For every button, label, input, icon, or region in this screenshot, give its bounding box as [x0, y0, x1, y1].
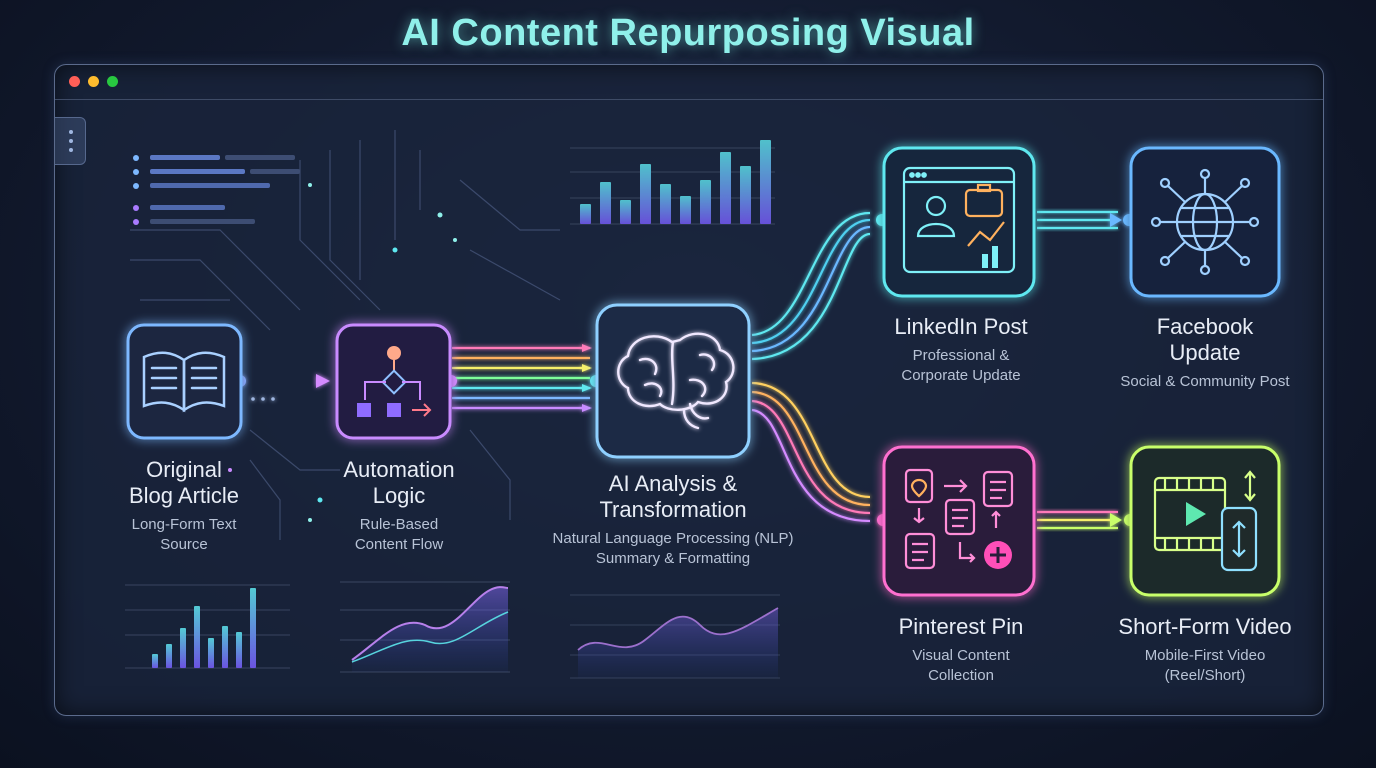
- node-linkedin-subtitle: Professional & Corporate Update: [901, 347, 1021, 384]
- node-automation-box[interactable]: [335, 323, 452, 440]
- decorative-circuit-traces: [130, 130, 561, 540]
- decorative-bar: [640, 164, 651, 224]
- node-ai-title: AI Analysis & Transformation: [599, 471, 747, 522]
- decorative-bar: [152, 654, 158, 668]
- decorative-bar: [194, 606, 200, 668]
- connector-ai-to-linkedin: [751, 211, 888, 361]
- node-facebook-subtitle: Social & Community Post: [1120, 373, 1290, 390]
- decorative-area-chart-bottom: [340, 581, 510, 673]
- video-phone-icon: [1153, 470, 1258, 572]
- connector-automation-to-ai: [445, 344, 602, 412]
- window-minimize-button[interactable]: [88, 76, 99, 87]
- decorative-bar: [236, 632, 242, 668]
- pin-board-icon: [904, 468, 1014, 570]
- node-facebook-title: Facebook Update: [1156, 314, 1254, 365]
- decorative-bar: [600, 182, 611, 224]
- decorative-area-chart-bottom-center: [570, 594, 780, 679]
- window-titlebar: [55, 65, 1323, 100]
- decorative-bar: [680, 196, 691, 224]
- decorative-bar-chart-bottom-left: [125, 584, 290, 669]
- node-pinterest-box[interactable]: [882, 445, 1036, 597]
- connector-pinterest-to-video: [1037, 510, 1136, 530]
- node-linkedin-title: LinkedIn Post: [894, 314, 1028, 339]
- decorative-bar: [166, 644, 172, 668]
- node-pinterest-title: Pinterest Pin: [898, 614, 1024, 639]
- node-blog-label: Original Blog Article Long-Form Text Sou…: [94, 457, 274, 555]
- decorative-bar: [660, 184, 671, 224]
- node-linkedin-box[interactable]: [882, 146, 1036, 298]
- node-ai-subtitle: Natural Language Processing (NLP) Summar…: [552, 530, 794, 567]
- globe-network-icon: [1150, 168, 1260, 276]
- decorative-bar: [720, 152, 731, 224]
- decorative-bar: [222, 626, 228, 668]
- node-blog-title: Original Blog Article: [128, 457, 240, 508]
- node-ai-label: AI Analysis & Transformation Natural Lan…: [523, 471, 823, 569]
- node-facebook-box[interactable]: [1129, 146, 1281, 298]
- node-video-label: Short-Form Video Mobile-First Video (Ree…: [1100, 614, 1310, 686]
- decorative-bar: [250, 588, 256, 668]
- open-book-icon: [142, 351, 226, 413]
- decorative-bar: [760, 140, 771, 224]
- connector-blog-to-automation: [234, 374, 330, 401]
- node-video-box[interactable]: [1129, 445, 1281, 597]
- node-blog-subtitle: Long-Form Text Source: [131, 516, 237, 553]
- decorative-bar: [620, 200, 631, 224]
- page-title: AI Content Repurposing Visual: [401, 12, 975, 54]
- decorative-text-lines: [133, 155, 300, 225]
- connector-ai-to-pinterest: [751, 381, 889, 526]
- decorative-bar-chart-top: [570, 140, 775, 225]
- node-video-subtitle: Mobile-First Video (Reel/Short): [1144, 647, 1266, 684]
- brain-icon: [617, 332, 735, 430]
- node-automation-title: Automation Logic: [343, 457, 455, 508]
- window-maximize-button[interactable]: [107, 76, 118, 87]
- flowchart-icon: [357, 346, 432, 417]
- node-linkedin-label: LinkedIn Post Professional & Corporate U…: [860, 314, 1062, 386]
- professional-profile-icon: [902, 166, 1016, 274]
- decorative-sparkles: [228, 183, 457, 522]
- node-pinterest-label: Pinterest Pin Visual Content Collection: [860, 614, 1062, 686]
- node-ai-box[interactable]: [595, 303, 751, 459]
- sidebar-toggle-handle[interactable]: [55, 117, 86, 165]
- window-close-button[interactable]: [69, 76, 80, 87]
- decorative-bar: [180, 628, 186, 668]
- decorative-bar: [208, 638, 214, 668]
- decorative-bar: [700, 180, 711, 224]
- node-automation-subtitle: Rule-Based Content Flow: [354, 516, 444, 553]
- node-automation-label: Automation Logic Rule-Based Content Flow: [309, 457, 489, 555]
- node-video-title: Short-Form Video: [1118, 614, 1292, 639]
- node-blog-box[interactable]: [126, 323, 243, 440]
- node-facebook-label: Facebook Update Social & Community Post: [1098, 314, 1312, 392]
- decorative-bar: [740, 166, 751, 224]
- decorative-bar: [580, 204, 591, 224]
- connector-linkedin-to-facebook: [1037, 210, 1135, 230]
- node-pinterest-subtitle: Visual Content Collection: [912, 647, 1010, 684]
